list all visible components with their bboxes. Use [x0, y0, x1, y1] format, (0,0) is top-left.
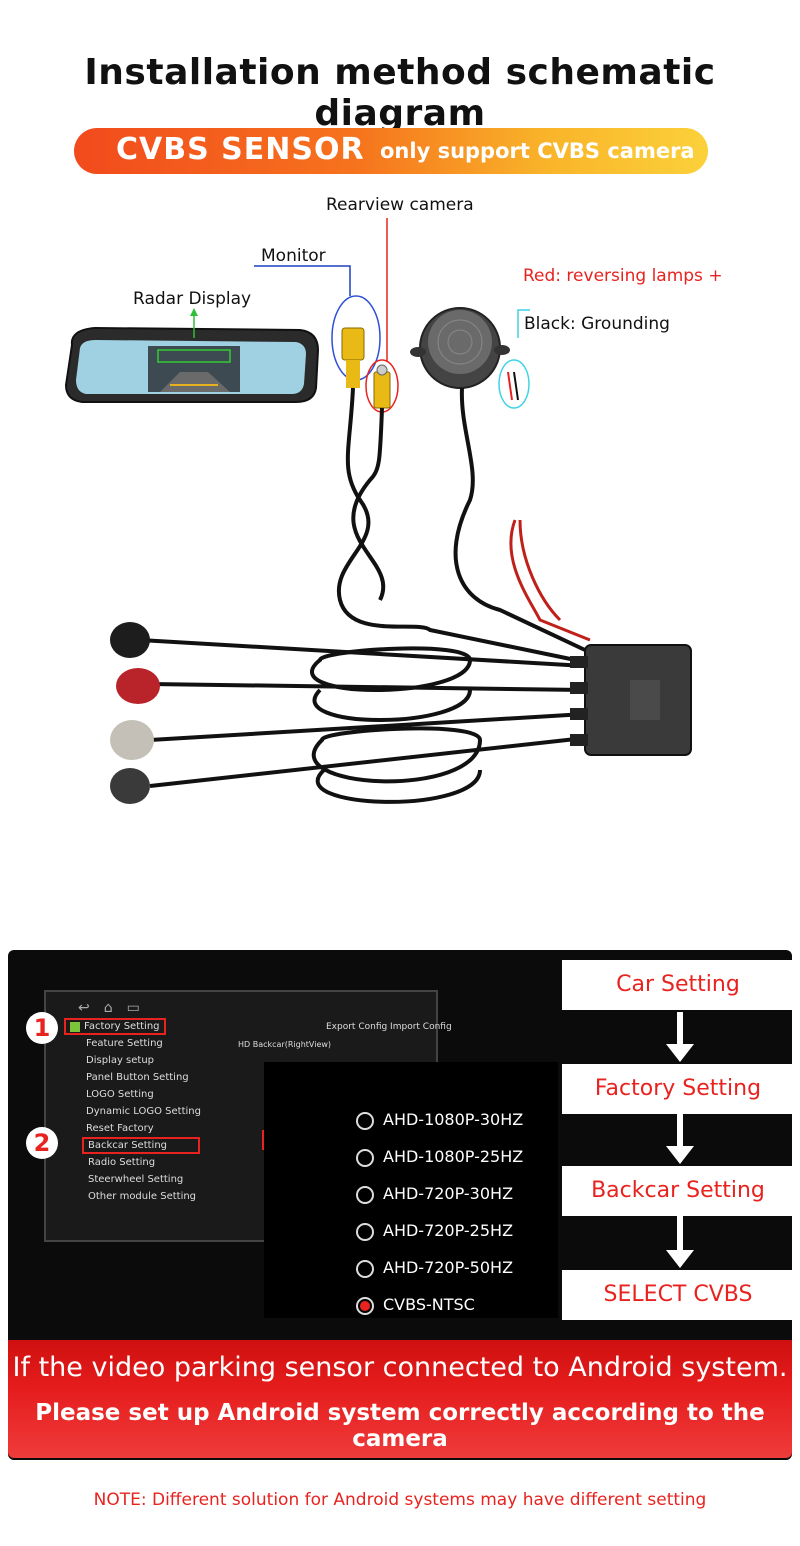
red-wire-label: Red: reversing lamps +: [523, 266, 723, 286]
option-cvbs-ntsc[interactable]: CVBS-NTSC: [356, 1295, 475, 1315]
step-one-marker: 1: [26, 1012, 58, 1044]
config-buttons[interactable]: Export Config Import Config: [326, 1022, 452, 1032]
menu-item-backcar[interactable]: Backcar Setting: [82, 1137, 200, 1154]
radio-icon: [356, 1148, 374, 1167]
factory-setting-header[interactable]: Factory Setting: [64, 1018, 166, 1035]
camera-format-selector: [264, 1062, 558, 1318]
parking-sensors: [110, 622, 160, 804]
rearview-camera-label: Rearview camera: [326, 195, 474, 215]
step-car-setting: Car Setting: [562, 960, 794, 1010]
cables: [139, 387, 586, 804]
banner-sub-text: only support CVBS camera: [380, 139, 695, 163]
radio-icon: [356, 1111, 374, 1130]
footer-note: NOTE: Different solution for Android sys…: [93, 1490, 707, 1510]
control-box: [570, 644, 692, 756]
menu-item-logo[interactable]: LOGO Setting: [86, 1089, 154, 1100]
cvbs-banner: [74, 128, 708, 174]
radar-display-label: Radar Display: [133, 289, 252, 309]
nav-icons: ↩⌂▭: [78, 1000, 154, 1016]
radio-icon: [356, 1185, 374, 1204]
menu-item-other-module[interactable]: Other module Setting: [88, 1191, 197, 1202]
monitor-pointer: [254, 265, 351, 296]
option-ahd-1080p-30[interactable]: AHD-1080P-30HZ: [356, 1110, 523, 1130]
option-ahd-720p-25[interactable]: AHD-720P-25HZ: [356, 1221, 513, 1241]
step-select-cvbs: SELECT CVBS: [562, 1270, 794, 1320]
step-two-marker: 2: [26, 1127, 58, 1159]
menu-item-panel-button[interactable]: Panel Button Setting: [86, 1072, 189, 1083]
step-backcar-setting: Backcar Setting: [562, 1166, 794, 1216]
menu-item-reset[interactable]: Reset Factory: [86, 1123, 154, 1134]
buzzer: [410, 307, 510, 389]
down-arrow-icon: [666, 1114, 694, 1164]
menu-item-dynamic-logo[interactable]: Dynamic LOGO Setting: [86, 1106, 201, 1117]
menu-item-radio[interactable]: Radio Setting: [88, 1157, 156, 1168]
down-arrow-icon: [666, 1012, 694, 1062]
instruction-line-2: Please set up Android system correctly a…: [35, 1400, 765, 1452]
black-wire-label: Black: Grounding: [524, 314, 670, 334]
detail-text: HD Backcar(RightView): [238, 1040, 332, 1049]
monitor-label: Monitor: [261, 246, 326, 266]
menu-item-steerwheel[interactable]: Steerwheel Setting: [88, 1174, 184, 1185]
option-ahd-720p-50[interactable]: AHD-720P-50HZ: [356, 1258, 513, 1278]
banner-main-text: CVBS SENSOR: [116, 132, 365, 167]
down-arrow-icon: [666, 1216, 694, 1268]
instruction-line-1: If the video parking sensor connected to…: [12, 1352, 788, 1383]
page-title: Installation method schematic diagram: [84, 52, 716, 134]
instruction-band: [8, 1340, 792, 1458]
radio-selected-icon: [356, 1296, 374, 1315]
option-ahd-1080p-25[interactable]: AHD-1080P-25HZ: [356, 1147, 523, 1167]
radio-icon: [356, 1222, 374, 1241]
option-ahd-720p-30[interactable]: AHD-720P-30HZ: [356, 1184, 513, 1204]
radio-icon: [356, 1259, 374, 1278]
mirror-monitor: [64, 326, 320, 403]
step-factory-setting: Factory Setting: [562, 1064, 794, 1114]
android-icon: [70, 1022, 80, 1032]
wiring-diagram: [64, 218, 692, 804]
menu-item-display[interactable]: Display setup: [86, 1055, 155, 1066]
menu-item-feature[interactable]: Feature Setting: [86, 1038, 163, 1049]
